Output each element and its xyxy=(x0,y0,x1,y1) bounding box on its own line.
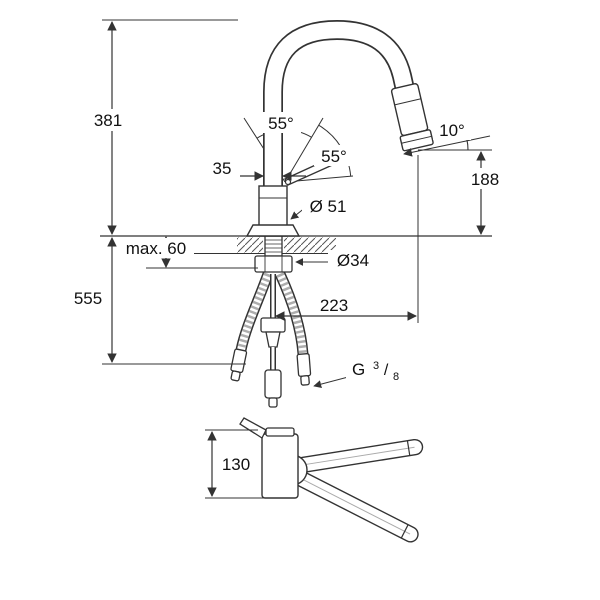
dimension-handle-angle-left: 55° xyxy=(268,114,294,133)
right-hose-braid xyxy=(276,272,307,355)
label-bg xyxy=(84,109,130,131)
label-bg xyxy=(328,250,378,270)
dimension-188: 188 xyxy=(462,151,508,235)
spray-axis-line xyxy=(403,135,491,157)
dimension-55-right: 55° xyxy=(314,145,354,166)
label-bg xyxy=(64,288,106,308)
dimension-mounting-hole-diameter: Ø34 xyxy=(337,251,369,270)
dimension-height-above-counter: 381 xyxy=(94,111,122,130)
hose-end-nub xyxy=(268,397,278,408)
pulldown-spray-head xyxy=(390,83,434,152)
label-bg xyxy=(314,145,354,166)
leader-g38 xyxy=(313,375,353,389)
label-bg xyxy=(118,238,194,258)
right-hose-connector xyxy=(296,353,312,386)
label-bg xyxy=(311,295,357,314)
thread-slash: / xyxy=(384,362,389,379)
label-bg xyxy=(462,168,508,189)
dimension-handle-angle-right: 55° xyxy=(321,147,347,166)
swivel-arm-upper xyxy=(295,438,424,474)
dimension-130: 130 xyxy=(205,429,272,499)
thread-numerator: 3 xyxy=(373,360,379,372)
dimension-d34: Ø34 xyxy=(295,250,378,270)
label-bg xyxy=(346,356,398,380)
thread-denominator: 8 xyxy=(393,371,399,383)
dimension-height-below-counter: 555 xyxy=(74,289,102,308)
label-bg xyxy=(433,120,471,140)
left-hose-connector xyxy=(230,348,248,382)
dimension-outlet-height: 188 xyxy=(471,170,499,189)
dimension-381: 381 xyxy=(84,19,238,235)
dimension-555: 555 xyxy=(64,237,246,365)
swivel-body xyxy=(261,433,299,499)
threaded-shank xyxy=(264,235,283,257)
dimension-d51: Ø 51 xyxy=(290,196,354,220)
dimension-10: 10° xyxy=(433,120,471,140)
label-bg xyxy=(261,112,301,133)
thread-prefix: G xyxy=(352,360,365,379)
base-flange xyxy=(245,224,301,237)
hose-docking-collar xyxy=(260,317,286,333)
counter-hatch-left xyxy=(237,237,263,253)
supply-hoses xyxy=(230,271,312,386)
dimension-55-left: 55° xyxy=(261,112,301,133)
dimension-223: 223 xyxy=(275,155,419,323)
dimensions: 381 555 max. 60 35 55° xyxy=(64,19,508,389)
swivel-arm-lower xyxy=(294,471,419,543)
lever-pivot xyxy=(284,178,292,186)
dimension-max-counter-thickness: max. 60 xyxy=(126,239,186,258)
dimension-spout-width: 35 xyxy=(213,159,232,178)
mounting-hardware xyxy=(254,235,293,273)
dimension-body-diameter: Ø 51 xyxy=(310,197,347,216)
counter-hatch-right xyxy=(284,237,336,253)
swivel-body-cap xyxy=(265,427,295,437)
hose-taper xyxy=(265,331,281,348)
dimension-spout-reach: 223 xyxy=(320,296,348,315)
swivel-lever xyxy=(239,417,267,439)
label-bg xyxy=(302,196,354,216)
dimension-spray-head-angle: 10° xyxy=(439,121,465,140)
dimension-35: 35 xyxy=(204,158,306,181)
mounting-nut xyxy=(254,255,293,273)
spray-hose-assembly xyxy=(260,274,286,408)
dimension-g38: G 3 / 8 xyxy=(313,354,399,389)
label-bg xyxy=(204,158,240,178)
dimension-hose-thread: G 3 / 8 xyxy=(352,354,399,383)
dimension-max60: max. 60 xyxy=(118,236,258,269)
hose-end-cylinder xyxy=(264,369,282,399)
dimension-swivel-body-height: 130 xyxy=(222,455,250,474)
spout-tube-core xyxy=(264,21,415,186)
swivel-view: 130 xyxy=(205,417,424,543)
left-hose-braid xyxy=(237,272,272,351)
